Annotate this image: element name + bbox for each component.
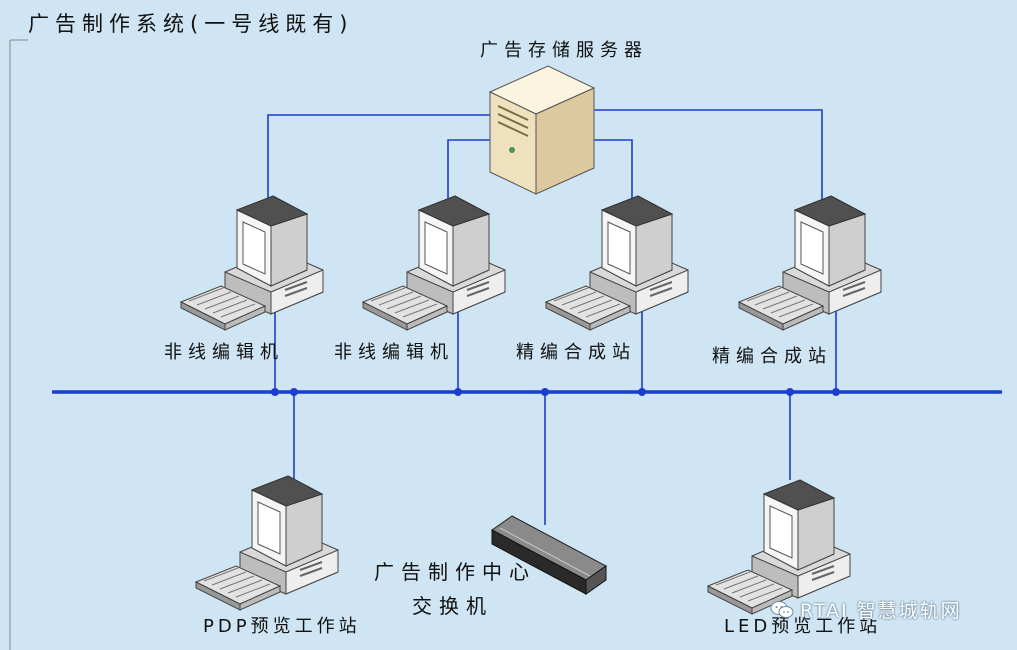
- server-links: [267, 109, 823, 205]
- workstation-2-label: 非线编辑机: [334, 342, 454, 363]
- wechat-icon: [770, 601, 794, 618]
- watermark: RTAI 智慧城轨网: [770, 596, 962, 623]
- led-preview-station-icon: [707, 479, 851, 615]
- switch-icon: [491, 515, 607, 595]
- watermark-text: RTAI 智慧城轨网: [800, 600, 962, 622]
- bus-junctions: [271, 388, 840, 396]
- workstation-3-icon: [545, 195, 689, 331]
- led-preview-label: LED预览工作站: [724, 616, 882, 637]
- workstation-1-icon: [180, 195, 324, 331]
- workstation-4-icon: [738, 195, 882, 331]
- diagram-title: 广告制作系统(一号线既有): [28, 12, 354, 36]
- switch-label-line1: 广告制作中心: [374, 560, 536, 584]
- pdp-preview-label: PDP预览工作站: [203, 616, 361, 637]
- pdp-preview-station-icon: [195, 475, 339, 611]
- server-icon: [488, 65, 596, 195]
- workstation-1-label: 非线编辑机: [164, 342, 284, 363]
- workstation-3-label: 精编合成站: [516, 342, 636, 363]
- workstation-2-icon: [362, 195, 506, 331]
- server-label: 广告存储服务器: [480, 40, 648, 61]
- switch-label-line2: 交换机: [412, 594, 493, 618]
- bus-drops: [274, 300, 837, 525]
- workstation-4-label: 精编合成站: [712, 346, 832, 367]
